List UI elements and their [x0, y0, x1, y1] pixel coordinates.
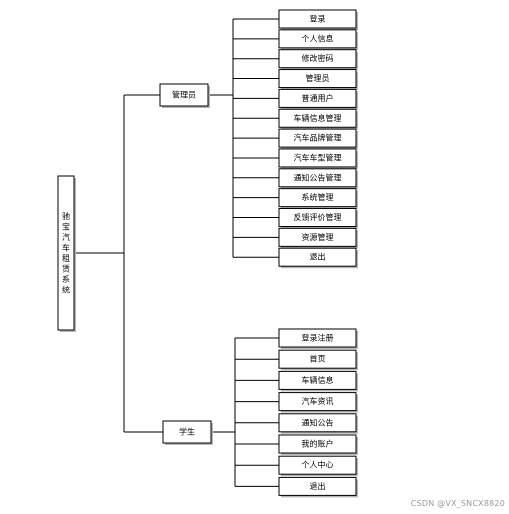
admin-item-10-box	[278, 208, 357, 227]
admin-node: 管理员	[159, 83, 210, 108]
admin-item-12: 退出	[278, 247, 358, 269]
student-item-6-label: 个人中心	[302, 460, 334, 470]
admin-item-11-box	[278, 227, 357, 247]
student-item-0-label: 登录注册	[302, 333, 334, 343]
admin-item-3-label: 管理员	[306, 73, 330, 83]
admin-item-5-label: 车辆信息管理	[294, 113, 342, 123]
student-item-5: 我的账户	[278, 434, 358, 455]
student-item-4: 通知公告	[278, 413, 358, 434]
root-node-char: 驰	[62, 212, 70, 221]
admin-item-0: 登录	[278, 9, 358, 30]
admin-item-1: 个人信息	[278, 29, 358, 50]
root-node-char: 租	[62, 254, 70, 263]
student-item-7-box	[278, 476, 357, 496]
admin-item-0-label: 登录	[310, 14, 326, 24]
admin-node-box	[159, 83, 209, 107]
admin-item-11: 资源管理	[278, 227, 358, 249]
admin-item-3: 管理员	[278, 69, 358, 90]
admin-item-7: 汽车车型管理	[278, 148, 358, 169]
root-node-char: 车	[62, 242, 70, 252]
student-item-7-label: 退出	[310, 481, 326, 491]
admin-item-0-box	[278, 9, 357, 29]
admin-item-7-label: 汽车车型管理	[294, 152, 342, 162]
student-item-1-label: 首页	[310, 354, 326, 364]
student-item-3: 汽车资讯	[278, 392, 358, 413]
admin-item-6-box	[278, 128, 357, 148]
student-item-5-label: 我的账户	[302, 439, 334, 449]
root-node-char: 汽	[62, 232, 70, 242]
admin-item-6-label: 汽车品牌管理	[294, 133, 342, 143]
admin-item-4-box	[278, 88, 357, 108]
admin-node-label: 管理员	[172, 90, 196, 100]
student-item-6: 个人中心	[278, 455, 358, 477]
student-item-7: 退出	[278, 476, 358, 498]
admin-item-7-box	[278, 148, 357, 168]
root-node-char: 宝	[62, 221, 70, 231]
admin-item-8-label: 通知公告管理	[294, 172, 342, 182]
admin-item-10-label: 反馈评价管理	[294, 212, 342, 222]
student-node: 学生	[162, 420, 213, 445]
admin-item-10: 反馈评价管理	[278, 208, 358, 229]
student-item-3-label: 汽车资讯	[302, 396, 334, 406]
admin-item-11-label: 资源管理	[302, 232, 334, 242]
admin-item-5-box	[278, 108, 357, 128]
student-node-label: 学生	[179, 427, 195, 437]
student-item-4-box	[278, 413, 357, 433]
student-item-4-label: 通知公告	[302, 417, 334, 427]
admin-item-5: 车辆信息管理	[278, 108, 358, 130]
admin-item-9-box	[278, 188, 357, 208]
root-node-char: 赁	[62, 263, 70, 273]
admin-item-6: 汽车品牌管理	[278, 128, 358, 150]
student-item-0: 登录注册	[278, 328, 358, 349]
admin-item-12-box	[278, 247, 357, 267]
student-item-2-label: 车辆信息	[302, 375, 334, 385]
student-item-1-box	[278, 349, 357, 369]
admin-item-1-label: 个人信息	[302, 33, 334, 43]
root-node-box	[57, 175, 75, 331]
admin-item-1-box	[278, 29, 357, 49]
student-item-5-box	[278, 434, 357, 454]
student-item-0-box	[278, 328, 357, 348]
student-item-1: 首页	[278, 349, 358, 371]
admin-item-9-label: 系统管理	[302, 192, 334, 202]
admin-item-3-box	[278, 69, 357, 89]
student-item-2-box	[278, 370, 357, 390]
admin-item-9: 系统管理	[278, 188, 358, 209]
watermark: CSDN @VX_SNCX8820	[410, 499, 505, 508]
admin-item-2-label: 修改密码	[302, 53, 334, 63]
admin-item-2-box	[278, 49, 357, 69]
student-item-2: 车辆信息	[278, 370, 358, 392]
admin-item-8-box	[278, 168, 357, 188]
student-item-6-box	[278, 455, 357, 475]
admin-item-8: 通知公告管理	[278, 168, 358, 189]
student-item-3-box	[278, 392, 357, 412]
root-node-char: 统	[62, 284, 70, 294]
student-node-box	[162, 420, 212, 444]
root-node-char: 系	[62, 274, 70, 284]
admin-item-2: 修改密码	[278, 49, 358, 70]
admin-item-4-label: 普通用户	[302, 93, 334, 103]
admin-item-4: 普通用户	[278, 88, 358, 110]
admin-item-12-label: 退出	[310, 252, 326, 262]
